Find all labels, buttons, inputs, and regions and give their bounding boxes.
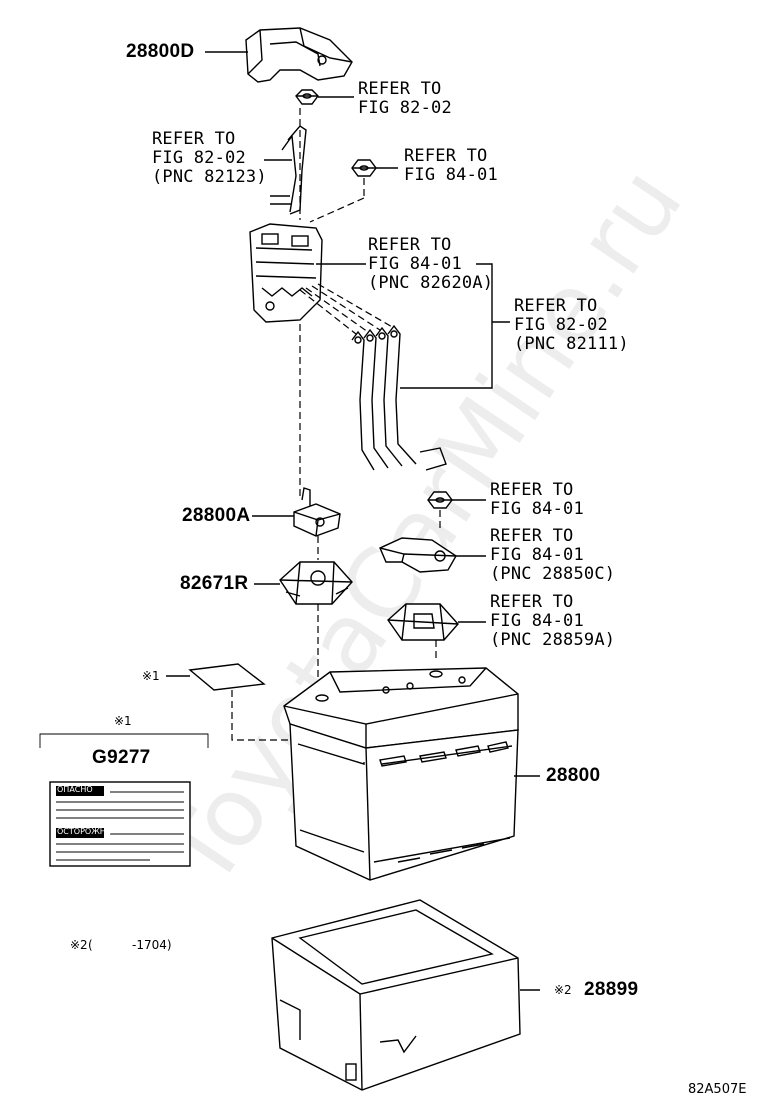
label-warning-caution: ОСТОРОЖНО (57, 827, 113, 836)
terminal-clamp-28800A (293, 487, 341, 537)
refer-fig-82-02-nut: REFER TO FIG 82-02 (358, 79, 452, 118)
label-box-marker: ※1 (114, 714, 132, 728)
note-2-marker: ※2 (554, 983, 572, 997)
part-number-28899: 28899 (584, 979, 639, 1000)
wire-harness (351, 324, 447, 471)
refer-fig-84-01-pnc-28850C: REFER TO FIG 84-01 (PNC 28850C) (490, 526, 616, 584)
footnote-range: -1704) (132, 938, 172, 952)
note-1-marker: ※1 (142, 669, 160, 683)
footnote-open-paren: ( (88, 938, 93, 952)
negative-cover-28859A (387, 603, 459, 641)
label-part-number-G9277: G9277 (92, 747, 151, 768)
nut-fig-84-01-upper (351, 159, 377, 177)
refer-fig-82-02-pnc-82123: REFER TO FIG 82-02 (PNC 82123) (152, 129, 267, 187)
refer-fig-84-01-pnc-82620A: REFER TO FIG 84-01 (PNC 82620A) (368, 235, 494, 293)
refer-fig-82-02-pnc-82111: REFER TO FIG 82-02 (PNC 82111) (514, 296, 629, 354)
refer-fig-84-01-pnc-28859A: REFER TO FIG 84-01 (PNC 28859A) (490, 592, 616, 650)
figure-code: 82A507E (688, 1082, 747, 1097)
part-number-28800D: 28800D (126, 41, 195, 62)
footnote-marker: ※2 (70, 938, 88, 952)
caution-label-sheet (188, 663, 266, 691)
nut-fig-84-01-lower (427, 491, 453, 509)
label-g9277-drawing (49, 781, 191, 867)
terminal-cover-part (245, 27, 353, 83)
negative-clamp-28850C (379, 537, 457, 573)
part-number-28800A: 28800A (182, 505, 251, 526)
label-warning-danger: ОПАСНО (57, 785, 93, 794)
nut-fig-82-02 (295, 89, 319, 105)
battery-tray-28899 (271, 899, 521, 1091)
refer-fig-84-01-nut-lower: REFER TO FIG 84-01 (490, 480, 584, 519)
part-number-28800: 28800 (546, 765, 601, 786)
battery-28800 (283, 667, 519, 881)
refer-fig-84-01-nut-upper: REFER TO FIG 84-01 (404, 146, 498, 185)
positive-cable (270, 125, 307, 215)
fusible-link-block (249, 223, 323, 323)
terminal-cover-82671R (279, 561, 353, 605)
part-number-82671R: 82671R (180, 573, 249, 594)
